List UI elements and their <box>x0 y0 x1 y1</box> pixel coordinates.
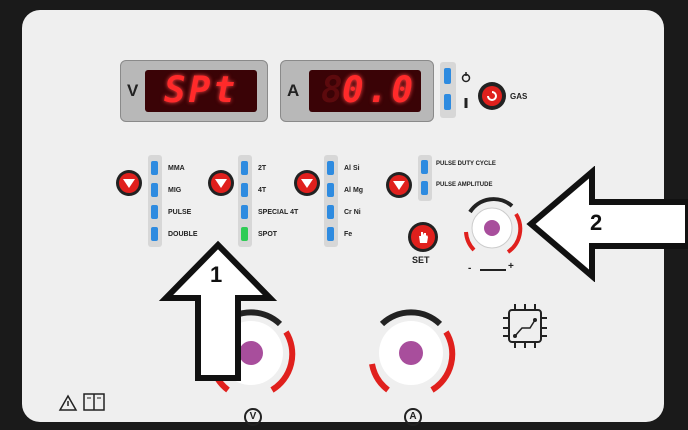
mode-label-mma: MMA <box>168 165 185 172</box>
led-pulse-amplitude <box>421 181 428 195</box>
mode-label-mig: MIG <box>168 187 182 194</box>
material-label-fe: Fe <box>344 231 353 238</box>
material-label-cr-ni: Cr Ni <box>344 209 361 216</box>
trigger-led-bar <box>238 155 252 247</box>
led-pulse-duty-cycle <box>421 160 428 174</box>
voltage-display-value: SPt <box>163 70 239 111</box>
material-label-al-si: Al Si <box>344 165 360 172</box>
gas-label: GAS <box>510 92 528 101</box>
pulse-led-bar <box>418 155 432 201</box>
gas-button-icon <box>487 91 497 101</box>
trigger-label-4t: 4T <box>258 187 267 194</box>
callout-arrow-1-number: 1 <box>210 262 223 287</box>
ampere-knob-label: A <box>404 408 422 426</box>
led-al-mg <box>327 183 334 197</box>
led-special-4t <box>241 205 248 219</box>
ampere-ghost-digit: 8 <box>321 70 343 111</box>
mode-label-double: DOUBLE <box>168 231 198 238</box>
pulse-label-amplitude: PULSE AMPLITUDE <box>436 182 493 188</box>
manual-book-icon <box>83 393 105 411</box>
hand-icon <box>419 232 428 243</box>
trigger-select-button[interactable] <box>208 170 234 196</box>
pulse-label-duty-cycle: PULSE DUTY CYCLE <box>436 161 496 167</box>
encoder-scale-line <box>480 269 506 271</box>
voltage-display-label: V <box>127 81 139 100</box>
set-label: SET <box>412 255 430 265</box>
warning-icon <box>58 394 78 411</box>
led-fe <box>327 227 334 241</box>
ampere-knob[interactable] <box>358 300 464 406</box>
pulse-select-button[interactable] <box>386 172 412 198</box>
processor-chip-icon <box>503 304 547 348</box>
mode-led-bar <box>148 155 162 247</box>
gas-mode-icon <box>461 72 471 108</box>
set-button[interactable] <box>408 222 438 252</box>
material-label-al-mg: Al Mg <box>344 187 364 194</box>
trigger-label-2t: 2T <box>258 165 267 172</box>
parameter-encoder[interactable] <box>456 192 528 264</box>
led-mma <box>151 161 158 175</box>
voltage-knob-label: V <box>244 408 262 426</box>
led-al-si <box>327 161 334 175</box>
ampere-display-label: A <box>287 81 300 100</box>
led-cr-ni <box>327 205 334 219</box>
led-4t <box>241 183 248 197</box>
gas-button[interactable] <box>478 82 506 110</box>
led-mig <box>151 183 158 197</box>
gas-led-purge <box>444 68 451 84</box>
ampere-display: A 8 0.0 <box>280 60 434 122</box>
led-spot <box>241 227 248 241</box>
callout-arrow-2-number: 2 <box>590 210 603 235</box>
trigger-label-special-4t: SPECIAL 4T <box>258 209 299 216</box>
mode-label-pulse: PULSE <box>168 209 192 216</box>
trigger-label-spot: SPOT <box>258 231 278 238</box>
gas-led-bar <box>440 62 456 118</box>
material-select-button[interactable] <box>294 170 320 196</box>
ampere-display-value: 0.0 <box>341 70 417 111</box>
encoder-plus-label: + <box>508 261 514 272</box>
encoder-minus-label: - <box>468 263 472 274</box>
led-double <box>151 227 158 241</box>
led-pulse <box>151 205 158 219</box>
mode-select-button[interactable] <box>116 170 142 196</box>
callout-arrow-1 <box>158 240 278 381</box>
voltage-display: V SPt <box>120 60 268 122</box>
material-led-bar <box>324 155 338 247</box>
callout-arrow-2 <box>526 166 688 282</box>
led-2t <box>241 161 248 175</box>
gas-led-check <box>444 94 451 110</box>
